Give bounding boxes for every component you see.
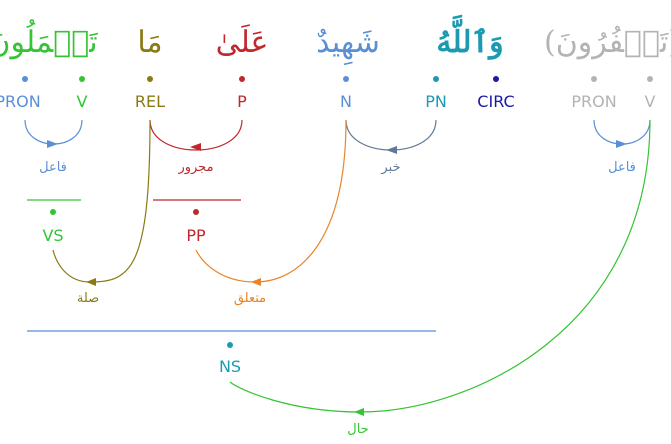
word-takfurun: (تَكۡفُرُونَ) xyxy=(544,25,671,60)
phrase-tag-ns: NS xyxy=(219,357,241,376)
arrowhead xyxy=(47,140,58,148)
pos-tag-pron: PRON xyxy=(571,92,616,111)
word-ma: مَا xyxy=(137,25,162,60)
arrowhead xyxy=(354,408,364,416)
relation-label-fail: فاعل xyxy=(39,160,67,175)
arc-fail-takfurun xyxy=(593,119,651,145)
phrase-dot xyxy=(227,342,233,348)
arc-majrur xyxy=(149,119,243,151)
phrase-dot xyxy=(50,209,56,215)
token-dot xyxy=(591,76,597,82)
arc-fail-tamaluna xyxy=(24,119,83,145)
pos-tag-pn: PN xyxy=(425,92,447,111)
pos-tag-n: N xyxy=(340,92,352,111)
token-dot xyxy=(22,76,28,82)
pos-tag-circ: CIRC xyxy=(477,92,514,111)
token-dot xyxy=(343,76,349,82)
arc-khabar xyxy=(345,119,437,151)
arrowhead xyxy=(251,278,261,286)
token-dot xyxy=(493,76,499,82)
arrowhead xyxy=(616,140,627,148)
relation-label-majrur: مجرور xyxy=(177,160,213,175)
phrase-tag-pp: PP xyxy=(186,226,206,245)
word-ala: عَلَىٰ xyxy=(216,23,269,60)
pos-tag-p: P xyxy=(237,92,247,111)
relation-label-sila: صلة xyxy=(77,291,99,306)
arc-hal xyxy=(229,119,651,413)
word-shahidun: شَهِيدٌ xyxy=(316,25,380,66)
arc-sila xyxy=(52,119,151,283)
relation-label-fail: فاعل xyxy=(608,160,636,175)
pos-tag-pron: PRON xyxy=(0,92,41,111)
pos-tag-v: V xyxy=(645,92,656,111)
token-dot xyxy=(647,76,653,82)
token-dot xyxy=(433,76,439,82)
phrase-dot xyxy=(193,209,199,215)
relation-label-hal: حال xyxy=(347,422,368,437)
arrowhead xyxy=(386,146,397,154)
relation-label-mutaalliq: متعلق xyxy=(234,291,266,306)
token-dot xyxy=(147,76,153,82)
pos-tag-rel: REL xyxy=(135,92,165,111)
arrowhead xyxy=(190,143,201,151)
token-dot xyxy=(79,76,85,82)
phrase-tag-vs: VS xyxy=(42,226,63,245)
token-dot xyxy=(239,76,245,82)
pos-tag-v: V xyxy=(77,92,88,111)
arc-mutaalliq xyxy=(195,119,347,283)
relation-label-khabar: خبر xyxy=(380,160,400,175)
word-wallahu: وَٱللَّهُ xyxy=(436,14,503,60)
arrowhead xyxy=(86,278,96,286)
word-tamaluna: تَعۡمَلُونَ xyxy=(0,18,98,60)
